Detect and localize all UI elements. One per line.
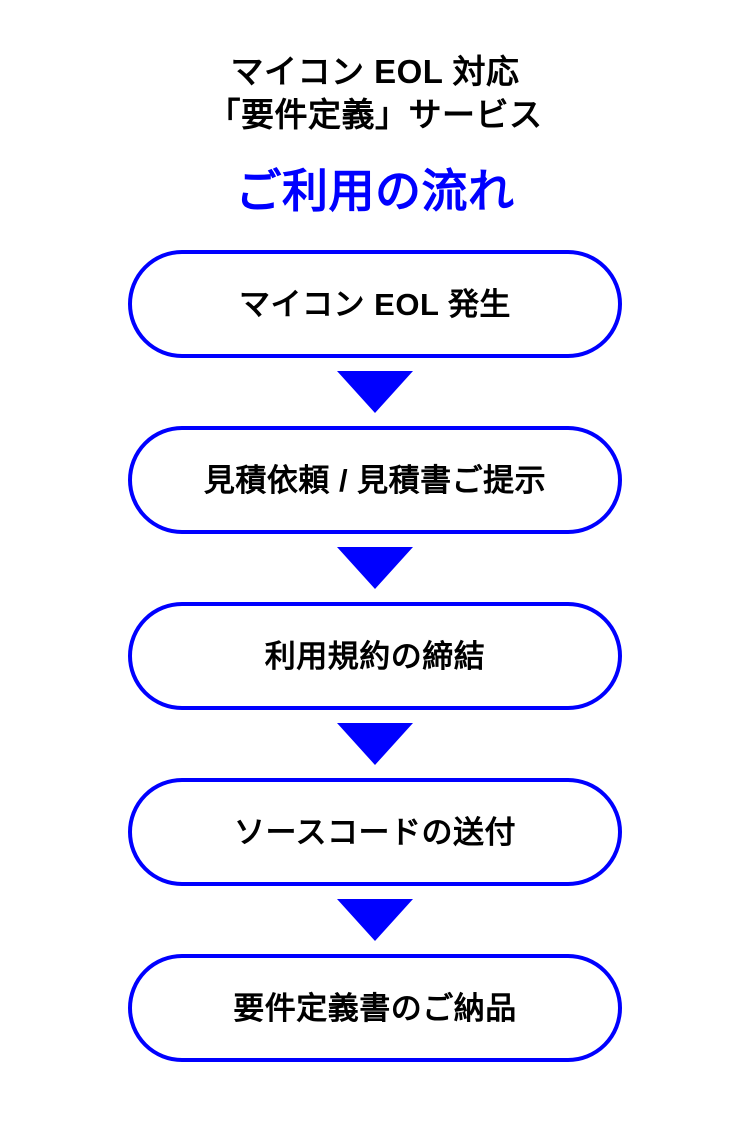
triangle-down-icon xyxy=(337,547,413,589)
flow-step-2: 見積依頼 / 見積書ご提示 xyxy=(128,426,622,534)
flow-step-3-label: 利用規約の締結 xyxy=(264,638,486,674)
flow-step-1-label: マイコン EOL 発生 xyxy=(239,286,511,322)
flow-arrow-4 xyxy=(128,886,622,954)
flow-step-3: 利用規約の締結 xyxy=(128,602,622,710)
flow-step-4-label: ソースコードの送付 xyxy=(234,814,516,850)
triangle-down-icon xyxy=(337,371,413,413)
flow-step-5: 要件定義書のご納品 xyxy=(128,954,622,1062)
triangle-down-icon xyxy=(337,899,413,941)
flow-step-5-label: 要件定義書のご納品 xyxy=(233,990,517,1026)
flow-step-2-label: 見積依頼 / 見積書ご提示 xyxy=(203,462,547,498)
flow-arrow-1 xyxy=(128,358,622,426)
flow-diagram: マイコン EOL 発生 見積依頼 / 見積書ご提示 利用規約の締結 ソースコード… xyxy=(128,250,622,1062)
flow-arrow-2 xyxy=(128,534,622,602)
page-subtitle: ご利用の流れ xyxy=(235,165,515,217)
page-title-line-2: 「要件定義」サービス xyxy=(207,96,543,133)
flow-arrow-3 xyxy=(128,710,622,778)
page-title-line-1: マイコン EOL 対応 xyxy=(230,53,520,90)
triangle-down-icon xyxy=(337,723,413,765)
flow-step-4: ソースコードの送付 xyxy=(128,778,622,886)
flow-step-1: マイコン EOL 発生 xyxy=(128,250,622,358)
page-title: マイコン EOL 対応 「要件定義」サービス xyxy=(0,50,750,136)
